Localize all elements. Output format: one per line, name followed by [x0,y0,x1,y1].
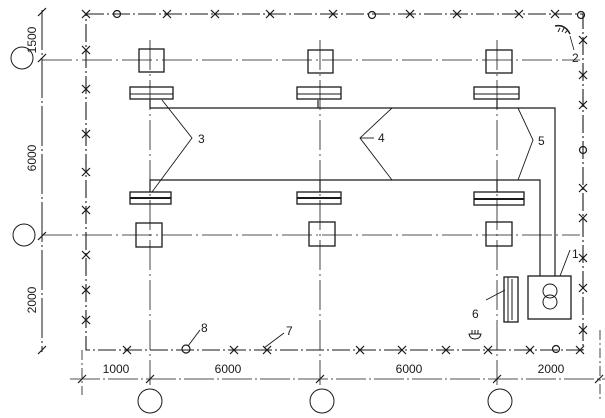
fence-post-x-mark [441,345,451,355]
fence-post-x-mark [578,35,588,45]
column-box [485,221,513,247]
fence-post-x-mark [328,9,338,19]
fence-post-x-mark [578,325,588,335]
dim-left-6000: 6000 [25,144,39,171]
dim-bottom-1000: 1000 [103,362,130,376]
callout-4: 4 [378,131,385,145]
fence-post-x-mark [514,9,524,19]
fence-post-x-mark [578,283,588,293]
callout-1: 1 [572,247,579,261]
fence-post-x-mark [578,213,588,223]
pole-icon [578,145,588,155]
fence-post-x-mark [81,167,91,177]
callout-3: 3 [198,132,205,146]
fence-post-x-mark [81,9,91,19]
column-box [135,222,163,248]
axis-bubble-col-2 [309,388,335,414]
fence-post-x-mark [397,345,407,355]
fence-post-x-mark [265,9,275,19]
callout-6: 6 [472,307,479,321]
light-fixture [129,86,174,100]
left-dimension-line [37,7,47,355]
column-box [307,49,334,74]
dim-bottom-6000-b: 6000 [396,362,423,376]
dim-left-2000: 2000 [25,286,39,313]
fence-post-x-mark [122,345,132,355]
dim-bottom-6000-a: 6000 [215,362,242,376]
fence-line [85,13,584,351]
fence-post-x-mark [405,9,415,19]
fence-post-x-mark [578,100,588,110]
light-fixture [473,191,525,206]
fence-post-x-mark [210,9,220,19]
distribution-panel-icon [503,276,519,323]
fence-post-x-mark [81,129,91,139]
pole-icon [112,9,122,19]
pole-icon [181,344,191,354]
fence-post-x-mark [162,9,172,19]
light-fixture [473,86,520,100]
fence-post-x-mark [81,45,91,55]
dim-bottom-2000: 2000 [538,362,565,376]
fence-post-x-mark [229,345,239,355]
callout-5: 5 [538,134,545,148]
pole-icon [551,344,561,354]
callout-2: 2 [572,51,579,65]
axis-bubble-row-top [10,46,34,70]
column-box [308,221,336,247]
fence-post-x-mark [525,345,535,355]
leader-lines [151,99,571,349]
fence-post-marks [81,9,588,355]
column-box [485,49,513,74]
callout-7: 7 [286,324,293,338]
lightning-arrester-icon [554,24,575,51]
fence-post-x-mark [578,70,588,80]
fence-post-x-mark [81,250,91,260]
light-fixtures [129,86,525,206]
callout-8: 8 [201,321,208,335]
lamp-symbol-icon [468,330,482,340]
dim-left-1500: 1500 [25,26,39,53]
cable-runs [149,100,556,276]
fence-post-x-mark [81,84,91,94]
pole-icon [576,10,586,20]
fence-post-x-mark [578,183,588,193]
light-fixture [129,191,172,205]
fence-post-x-mark [578,253,588,263]
fence-post-x-mark [81,205,91,215]
fence-post-x-mark [550,9,560,19]
fence-post-x-mark [452,9,462,19]
fence-post-x-mark [355,345,365,355]
pole-icon [367,10,377,20]
light-fixture [296,191,342,205]
fence-post-x-mark [483,345,493,355]
light-fixture [296,86,342,100]
fence-post-x-mark [81,285,91,295]
fence-post-x-mark [81,315,91,325]
fence-post-x-mark [575,345,585,355]
bottom-dimension-line [70,374,605,384]
column-box [138,48,165,73]
transformer-icon [527,275,572,320]
column-foundations [135,48,513,248]
axis-bubble-col-1 [137,388,163,414]
axis-bubble-row-bottom [12,223,36,247]
axis-bubble-col-3 [487,388,513,414]
